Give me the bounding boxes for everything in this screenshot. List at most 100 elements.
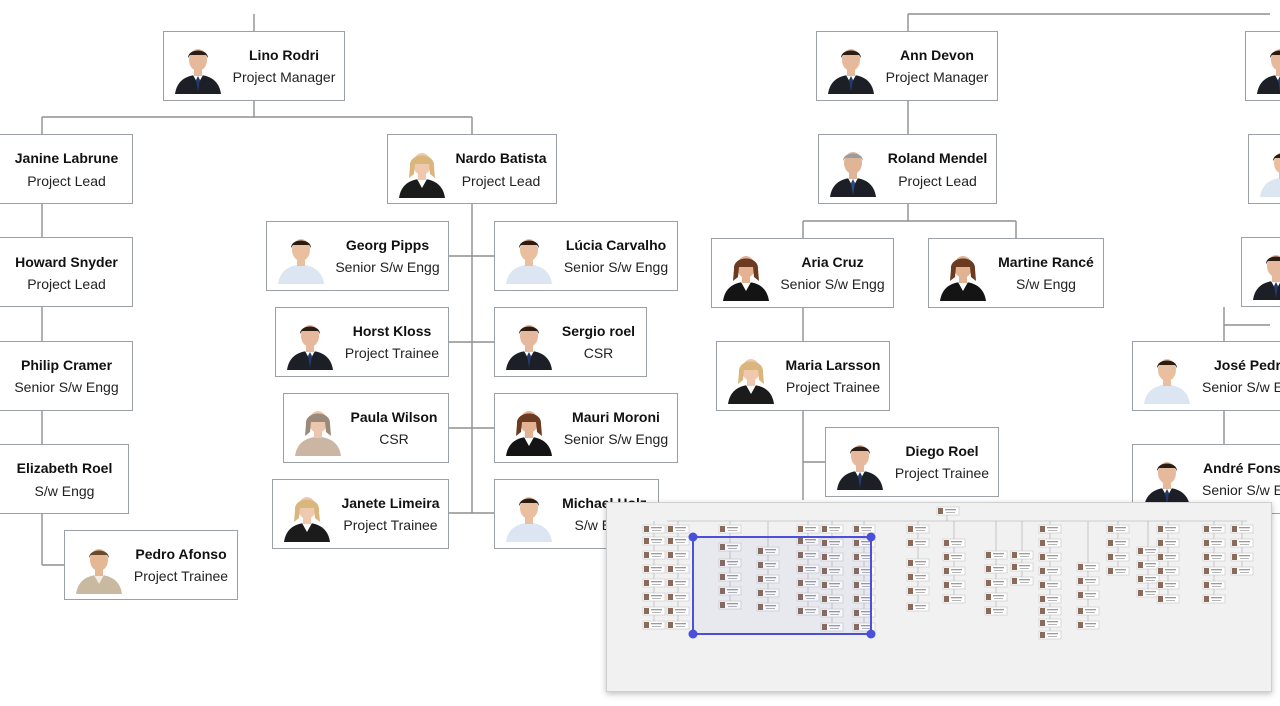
man-shirt-icon bbox=[1142, 350, 1192, 409]
node-diego-roel[interactable]: Diego Roel Project Trainee bbox=[825, 427, 999, 497]
viewport-resize-handle[interactable] bbox=[866, 532, 876, 542]
node-name: Pedro Afonso bbox=[135, 546, 227, 562]
overview-node bbox=[1156, 524, 1180, 534]
woman-blonde-icon bbox=[397, 144, 447, 203]
overview-node bbox=[1038, 606, 1062, 616]
overview-node bbox=[1038, 538, 1062, 548]
overview-node bbox=[1010, 576, 1034, 586]
overview-node bbox=[796, 564, 820, 574]
overview-node bbox=[906, 572, 930, 582]
node-roland-mendel[interactable]: Roland Mendel Project Lead bbox=[818, 134, 997, 204]
overview-node bbox=[666, 578, 690, 588]
node-title: Senior S/w Engg bbox=[780, 276, 885, 292]
node-aria-cruz[interactable]: Aria Cruz Senior S/w Engg bbox=[711, 238, 894, 308]
node-elizabeth-roel[interactable]: Elizabeth Roel S/w Engg bbox=[0, 444, 129, 514]
node-ann-devon[interactable]: Ann Devon Project Manager bbox=[816, 31, 998, 101]
node-maria-larsson[interactable]: Maria Larsson Project Trainee bbox=[716, 341, 890, 411]
node-name: Nardo Batista bbox=[455, 150, 547, 166]
node-jose-pedro[interactable]: José Pedro Freyre Senior S/w Engg bbox=[1132, 341, 1280, 411]
overview-node bbox=[642, 536, 666, 546]
node-title: Project Trainee bbox=[133, 568, 229, 584]
overview-node bbox=[1136, 588, 1160, 598]
overview-node bbox=[1076, 606, 1100, 616]
node-title: Senior S/w Engg bbox=[1202, 379, 1280, 395]
overview-node bbox=[1156, 552, 1180, 562]
overview-node bbox=[852, 538, 876, 548]
overview-node bbox=[756, 546, 780, 556]
node-sergio-roel[interactable]: Sergio roel CSR bbox=[494, 307, 647, 377]
node-title: Senior S/w Engg bbox=[563, 431, 669, 447]
overview-node bbox=[906, 524, 930, 534]
viewport-resize-handle[interactable] bbox=[866, 629, 876, 639]
overview-node bbox=[666, 592, 690, 602]
node-title: Project Trainee bbox=[343, 517, 438, 533]
overview-node bbox=[1010, 550, 1034, 560]
node-name: Horst Kloss bbox=[352, 323, 432, 339]
overview-node bbox=[642, 606, 666, 616]
overview-node bbox=[852, 552, 876, 562]
node-name: Sergio roel bbox=[561, 323, 636, 339]
node-georg-pipps[interactable]: Georg Pipps Senior S/w Engg bbox=[266, 221, 449, 291]
overview-node bbox=[796, 592, 820, 602]
node-title: CSR bbox=[379, 431, 409, 447]
overview-node bbox=[1106, 566, 1130, 576]
overview-node bbox=[1010, 562, 1034, 572]
overview-node bbox=[906, 538, 930, 548]
node-title: Project Lead bbox=[27, 173, 106, 189]
overview-viewport[interactable] bbox=[692, 536, 872, 635]
overview-node bbox=[906, 586, 930, 596]
man-shirt-icon bbox=[276, 230, 326, 289]
node-howard-snyder[interactable]: Howard Snyder Project Lead bbox=[0, 237, 133, 307]
viewport-resize-handle[interactable] bbox=[688, 629, 698, 639]
overview-panel[interactable] bbox=[606, 502, 1272, 692]
node-philip-cramer[interactable]: Philip Cramer Senior S/w Engg bbox=[0, 341, 133, 411]
overview-node bbox=[820, 524, 844, 534]
node-lucia-carvalho[interactable]: Lúcia Carvalho Senior S/w Engg bbox=[494, 221, 678, 291]
woman-dark-icon bbox=[938, 247, 988, 306]
overview-node bbox=[1230, 524, 1254, 534]
man-suit-icon bbox=[835, 436, 885, 495]
man-suit-icon bbox=[1255, 40, 1280, 99]
overview-node bbox=[906, 602, 930, 612]
node-martine-rance[interactable]: Martine Rancé S/w Engg bbox=[928, 238, 1104, 308]
node-janete-limeira[interactable]: Janete Limeira Project Trainee bbox=[272, 479, 449, 549]
node-paula-wilson[interactable]: Paula Wilson CSR bbox=[283, 393, 449, 463]
overview-node bbox=[820, 580, 844, 590]
overview-node bbox=[820, 552, 844, 562]
overview-minimap[interactable] bbox=[607, 503, 1271, 691]
node-name: Philip Cramer bbox=[20, 357, 113, 373]
woman-blonde-icon bbox=[282, 488, 332, 547]
node-mauri-moroni[interactable]: Mauri Moroni Senior S/w Engg bbox=[494, 393, 678, 463]
node-partial-right-3[interactable] bbox=[1241, 237, 1280, 307]
viewport-resize-handle[interactable] bbox=[688, 532, 698, 542]
node-nardo-batista[interactable]: Nardo Batista Project Lead bbox=[387, 134, 557, 204]
node-horst-kloss[interactable]: Horst Kloss Project Trainee bbox=[275, 307, 449, 377]
node-name: Ann Devon bbox=[900, 47, 974, 63]
node-name: Howard Snyder bbox=[15, 254, 118, 270]
node-partial-top-right[interactable] bbox=[1245, 31, 1280, 101]
woman-dark-icon bbox=[504, 402, 554, 461]
overview-node bbox=[642, 550, 666, 560]
node-title: Project Lead bbox=[461, 173, 541, 189]
node-lino-rodri[interactable]: Lino Rodri Project Manager bbox=[163, 31, 345, 101]
overview-node bbox=[1038, 618, 1062, 628]
node-title: Project Trainee bbox=[785, 379, 881, 395]
overview-node bbox=[1038, 524, 1062, 534]
overview-node bbox=[942, 566, 966, 576]
overview-node bbox=[1076, 620, 1100, 630]
node-janine-labrune[interactable]: Janine Labrune Project Lead bbox=[0, 134, 133, 204]
man-shirt-icon bbox=[504, 230, 554, 289]
overview-node bbox=[1156, 580, 1180, 590]
overview-node bbox=[756, 560, 780, 570]
overview-node bbox=[718, 572, 742, 582]
node-pedro-afonso[interactable]: Pedro Afonso Project Trainee bbox=[64, 530, 238, 600]
node-name: Paula Wilson bbox=[350, 409, 438, 425]
node-title: Senior S/w Engg bbox=[563, 259, 669, 275]
overview-node bbox=[820, 538, 844, 548]
woman-grey-icon bbox=[293, 402, 343, 461]
node-partial-right-2[interactable] bbox=[1248, 134, 1280, 204]
overview-node bbox=[820, 622, 844, 632]
overview-node bbox=[666, 620, 690, 630]
